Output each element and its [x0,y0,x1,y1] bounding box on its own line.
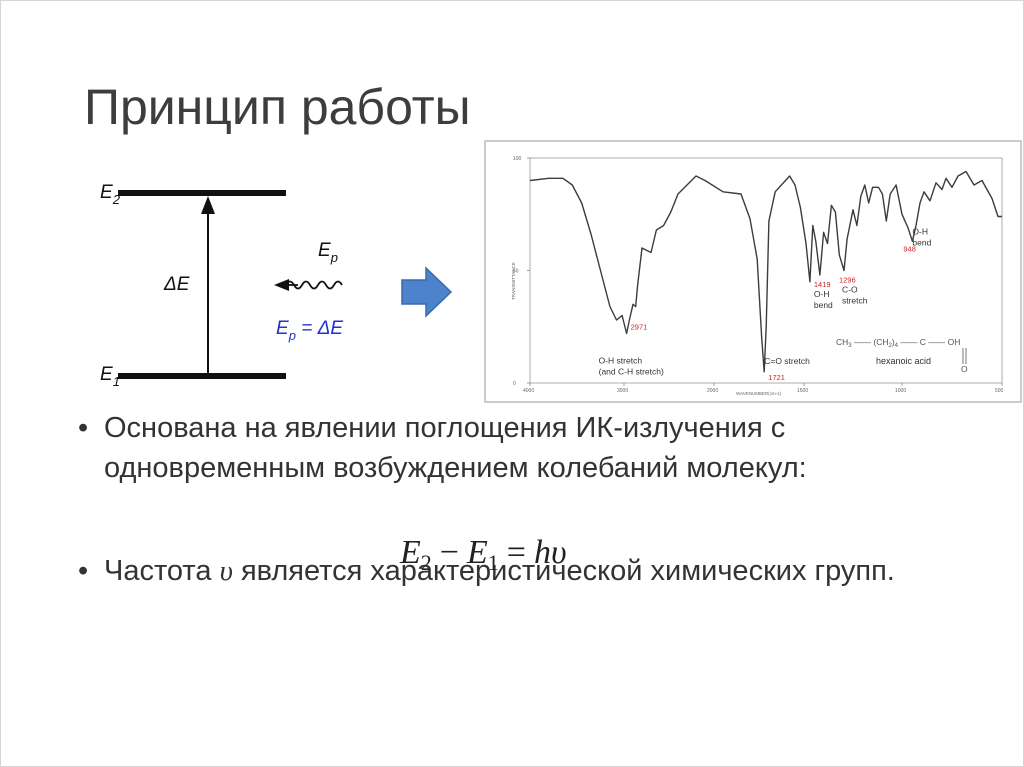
bullet-marker: • [78,412,89,444]
carbonyl-oxygen: O [961,364,968,374]
energy-level-diagram: E2 E1 ΔE Ep Ep = ΔE [100,182,343,389]
peak-value-label: 1419 [814,280,831,289]
y-axis-label: TRANSMITTANCE [511,262,516,300]
molecule-name: hexanoic acid [876,356,931,366]
bullet-marker: • [78,555,89,587]
x-tick-label: 4000 [523,388,534,394]
block-arrow-icon [401,266,453,318]
peak-assignment-label: (and C-H stretch) [599,367,664,377]
lower-level-label: E1 [100,364,120,389]
y-tick-label: 0 [513,381,516,387]
energy-formula: E2−E1=hυ [400,534,567,575]
chart-frame [484,140,1022,403]
peak-value-label: 1721 [768,373,785,382]
peak-value-label: 948 [903,244,916,253]
peak-assignment-label: C-O [842,285,858,295]
resonance-condition: Ep = ΔE [276,318,343,343]
x-tick-label: 1000 [895,388,906,394]
page-title: Принцип работы [84,79,471,135]
photon-arrowhead [274,279,289,291]
excitation-arrowhead [201,196,215,214]
peak-assignment-label: O-H [912,226,928,236]
peak-value-label: 1296 [839,276,856,285]
frequency-symbol: υ [219,555,233,587]
molecule-structure: CH3 —— (CH2)4 —— C —— OH O hexanoic acid [836,337,968,374]
bullet-list: • Основана на явлении поглощения ИК-излу… [78,408,978,591]
y-tick-label: 100 [513,156,522,162]
peak-assignment-label: O-H stretch [599,356,643,366]
peak-assignment-label: stretch [842,296,868,306]
x-tick-label: 500 [995,388,1004,394]
x-tick-label: 2000 [707,388,718,394]
bullet-2-prefix: Частота [104,555,212,587]
peak-assignment-label: O-H [814,289,830,299]
peak-assignment-label: bend [814,300,833,310]
y-tick-label: 50 [513,269,519,275]
photon-wave [285,280,343,290]
x-tick-label: 3000 [617,388,628,394]
x-axis-label: WAVENUMBER(cm-1) [736,391,782,396]
bullet-1-text: Основана на явлении поглощения ИК-излуче… [104,412,807,484]
x-tick-label: 1500 [797,388,808,394]
bullet-2: • Частота υ является характеристической … [78,551,978,591]
bullet-2-text: является характеристической химических г… [240,555,895,587]
bullet-1: • Основана на явлении поглощения ИК-излу… [78,408,978,488]
gap-label: ΔE [163,274,190,295]
peak-assignment-label: C=O stretch [764,356,810,366]
spectrum-line [529,170,1002,373]
upper-level-label: E2 [100,182,121,207]
photon-label: Ep [318,240,338,265]
ir-spectrum-chart: TRANSMITTANCE WAVENUMBER(cm-1) 4000 3000 2… [484,140,1022,403]
peak-value-label: 2971 [631,323,648,332]
molecule-formula: CH3 —— (CH2)4 —— C —— OH [836,337,960,349]
peak-assignment-label: bend [912,237,931,247]
